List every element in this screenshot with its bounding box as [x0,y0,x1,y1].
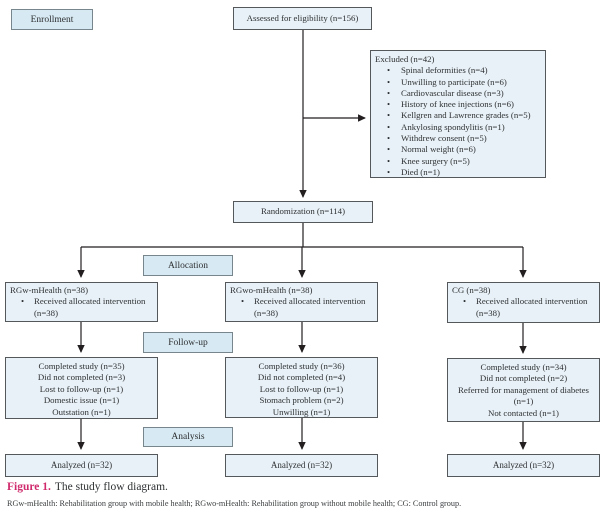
excluded-box: Excluded (n=42) Spinal deformities (n=4)… [370,50,546,179]
followup-line: Completed study (n=34) [480,362,567,372]
enrollment-stage-label: Enrollment [11,9,93,30]
allocation-box-title: RGwo-mHealth (n=38) [230,285,313,295]
followup-line: Lost to follow-up (n=1) [259,383,344,394]
allocation-box-title: CG (n=38) [452,285,491,295]
excluded-item: Normal weight (n=6) [371,144,545,156]
assessed-eligibility-text: Assessed for eligibility (n=156) [246,12,359,23]
followup-line: Domestic issue (n=1) [43,395,120,406]
analyzed-box-cg: Analyzed (n=32) [447,454,600,477]
followup-line: Stomach problem (n=2) [259,395,344,406]
analyzed-text: Analyzed (n=32) [492,459,555,470]
followup-box-cg: Completed study (n=34)Did not completed … [447,358,600,422]
figure-caption: Figure 1.The study flow diagram. [7,481,168,493]
followup-line: Referred for management of diabetes (n=1… [458,384,589,407]
excluded-item: History of knee injections (n=6) [371,99,545,111]
allocation-box-rgw: RGw-mHealth (n=38) Received allocated in… [5,282,158,322]
excluded-item: Ankylosing spondylitis (n=1) [371,122,545,134]
excluded-item: Died (n=1) [371,167,545,179]
figure-caption-label: Figure 1. [7,481,51,493]
followup-line: Completed study (n=36) [258,361,345,371]
analyzed-box-rgwo: Analyzed (n=32) [225,454,378,477]
allocation-box-bullet: Received allocated intervention (n=38) [226,296,377,319]
allocation-box-bullet: Received allocated intervention (n=38) [448,296,599,319]
followup-line: Outstation (n=1) [52,406,111,417]
followup-line: Did not completed (n=3) [37,372,126,383]
followup-line: Completed study (n=35) [38,361,125,371]
allocation-box-rgwo: RGwo-mHealth (n=38) Received allocated i… [225,282,378,322]
followup-stage-label-text: Follow-up [168,337,208,348]
enrollment-stage-label-text: Enrollment [30,14,74,25]
allocation-box-cg: CG (n=38) Received allocated interventio… [447,282,600,323]
followup-line: Did not completed (n=2) [479,373,568,384]
excluded-item: Withdrew consent (n=5) [371,133,545,145]
followup-line: Did not completed (n=4) [257,372,346,383]
allocation-stage-label-text: Allocation [167,260,209,271]
analysis-stage-label: Analysis [143,427,233,447]
allocation-box-title: RGw-mHealth (n=38) [10,285,89,295]
analysis-stage-label-text: Analysis [171,432,205,442]
followup-line: Lost to follow-up (n=1) [39,383,124,394]
randomization-box: Randomization (n=114) [233,201,373,223]
figure-caption-text: The study flow diagram. [54,481,168,493]
excluded-item-list: Spinal deformities (n=4)Unwilling to par… [371,65,545,178]
analyzed-box-rgw: Analyzed (n=32) [5,454,158,477]
randomization-text: Randomization (n=114) [260,206,346,217]
excluded-item: Spinal deformities (n=4) [371,65,545,77]
figure-footnote: RGw-mHealth: Rehabilitation group with m… [7,499,462,508]
analyzed-text: Analyzed (n=32) [270,459,333,470]
followup-line: Unwilling (n=1) [272,406,331,417]
followup-stage-label: Follow-up [143,332,233,353]
allocation-box-bullet: Received allocated intervention (n=38) [6,296,157,319]
excluded-item: Cardiovascular disease (n=3) [371,88,545,100]
analyzed-text: Analyzed (n=32) [50,459,113,470]
excluded-title: Excluded (n=42) [375,54,435,64]
allocation-stage-label: Allocation [143,255,233,276]
excluded-item: Unwilling to participate (n=6) [371,77,545,89]
excluded-item: Kellgren and Lawrence grades (n=5) [371,110,545,122]
followup-box-rgw: Completed study (n=35)Did not completed … [5,357,158,419]
followup-box-rgwo: Completed study (n=36)Did not completed … [225,357,378,418]
excluded-item: Knee surgery (n=5) [371,156,545,168]
assessed-eligibility-box: Assessed for eligibility (n=156) [233,7,372,30]
followup-line: Not contacted (n=1) [488,407,559,418]
